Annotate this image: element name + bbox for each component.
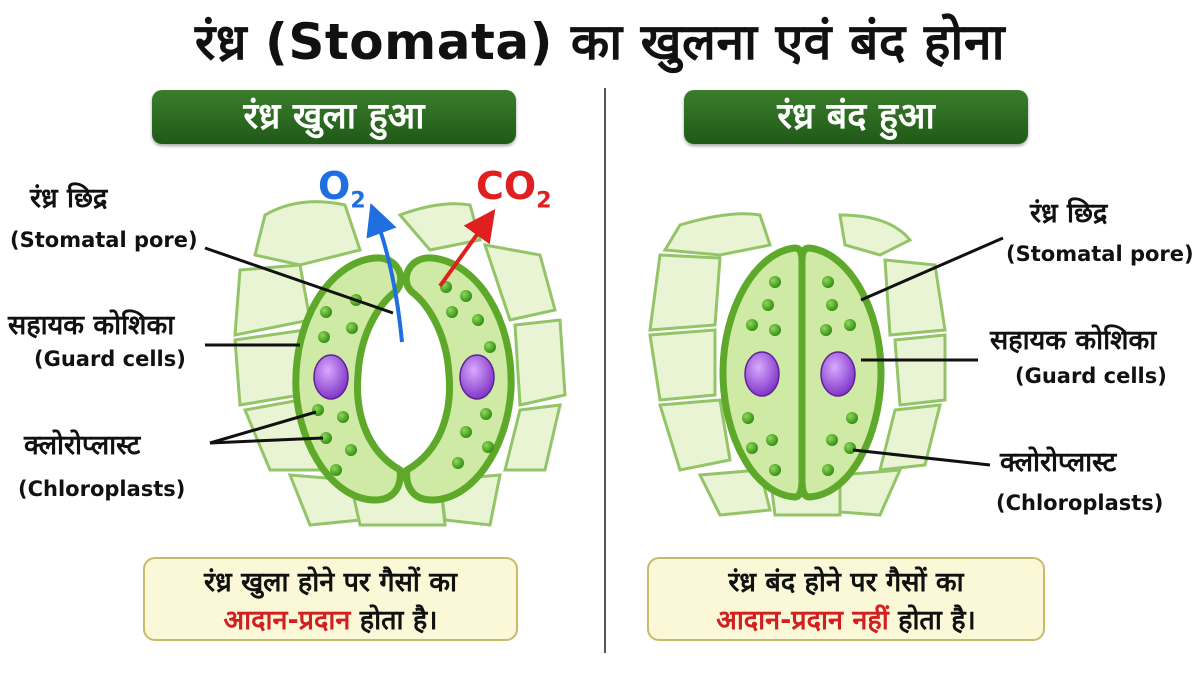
closed-heading-banner: रंध्र बंद हुआ <box>684 90 1028 144</box>
closed-chloro-label-hi: क्लोरोप्लास्ट <box>1000 447 1117 478</box>
nucleus-right-open <box>459 354 495 400</box>
co2-label: CO2 <box>476 164 552 214</box>
chloroplasts-closed-right <box>820 276 858 476</box>
open-note-line2: आदान-प्रदान होता है। <box>145 602 516 640</box>
o2-arrow <box>366 202 404 343</box>
open-note-highlight: आदान-प्रदान <box>223 605 351 636</box>
closed-note-line2: आदान-प्रदान नहीं होता है। <box>649 602 1043 640</box>
open-chloro-label-en: (Chloroplasts) <box>18 477 186 501</box>
closed-note-highlight: आदान-प्रदान नहीं <box>716 605 889 636</box>
closed-note-rest: होता है। <box>888 605 976 636</box>
chloroplasts-open-right <box>440 281 496 469</box>
open-guard-label-hi: सहायक कोशिका <box>8 310 175 341</box>
closed-guard-label-en: (Guard cells) <box>1015 364 1167 388</box>
closed-pointer-lines <box>852 236 1004 467</box>
open-pointer-lines <box>204 246 394 445</box>
chloroplasts-closed-left <box>742 276 781 476</box>
closed-chloro-label-en: (Chloroplasts) <box>996 491 1164 515</box>
closed-note-line1: रंध्र बंद होने पर गैसों का <box>728 567 964 598</box>
panel-divider <box>604 88 606 653</box>
nucleus-right-closed <box>820 351 856 397</box>
closed-guard-label-hi: सहायक कोशिका <box>990 325 1157 356</box>
nucleus-left-open <box>313 354 349 400</box>
closed-pore-label-hi: रंध्र छिद्र <box>1030 198 1108 229</box>
closed-note-box: रंध्र बंद होने पर गैसों का आदान-प्रदान न… <box>647 557 1045 641</box>
open-note-line1: रंध्र खुला होने पर गैसों का <box>204 567 457 598</box>
open-pore-label-en: (Stomatal pore) <box>10 228 198 252</box>
open-note-rest: होता है। <box>350 605 438 636</box>
chloroplasts-open-left <box>312 294 362 476</box>
open-chloro-label-hi: क्लोरोप्लास्ट <box>24 430 141 461</box>
nucleus-left-closed <box>744 351 780 397</box>
page-title: रंध्र (Stomata) का खुलना एवं बंद होना <box>194 13 1006 71</box>
open-heading-banner: रंध्र खुला हुआ <box>152 90 516 144</box>
open-guard-cell-right <box>402 254 515 504</box>
co2-arrow <box>438 209 496 288</box>
closed-pore-label-en: (Stomatal pore) <box>1006 242 1194 266</box>
open-note-box: रंध्र खुला होने पर गैसों का आदान-प्रदान … <box>143 557 518 641</box>
open-pore-label-hi: रंध्र छिद्र <box>30 183 108 214</box>
o2-label: O2 <box>318 164 366 214</box>
open-guard-label-en: (Guard cells) <box>34 347 186 371</box>
